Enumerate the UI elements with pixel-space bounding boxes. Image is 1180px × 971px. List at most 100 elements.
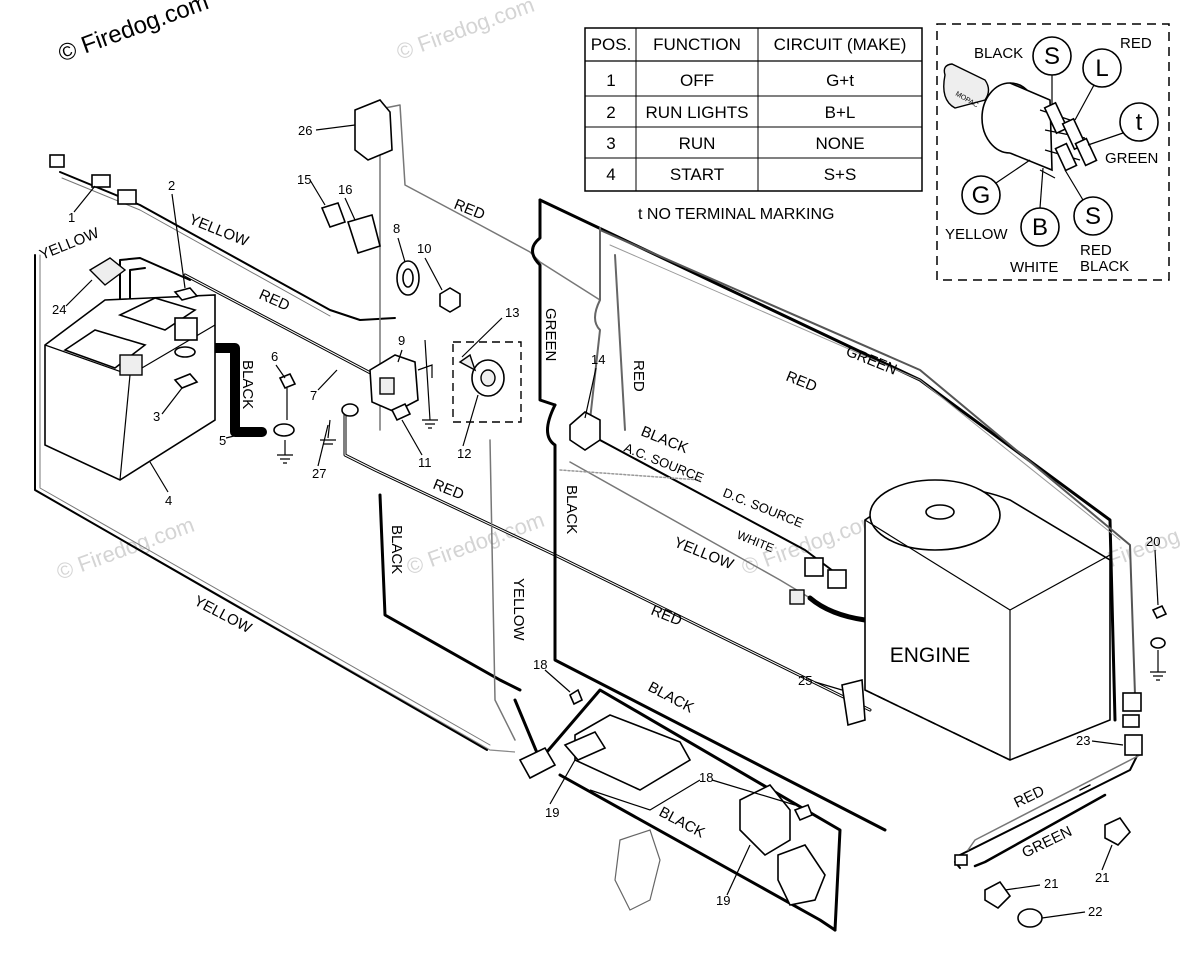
part-number: 19 xyxy=(716,893,730,908)
wire-label: YELLOW xyxy=(37,224,102,263)
part-number: 1 xyxy=(68,210,75,225)
part-number: 3 xyxy=(153,409,160,424)
table-cell: OFF xyxy=(680,71,714,90)
bracket xyxy=(614,829,661,911)
ground-icon xyxy=(1150,650,1166,681)
wing-nut-3 xyxy=(173,373,199,389)
part-number: 20 xyxy=(1146,534,1160,549)
label-red-black-2: BLACK xyxy=(1080,258,1129,275)
label-red: RED xyxy=(1120,35,1152,52)
bolt-11 xyxy=(390,402,412,422)
watermark-top: © Firedog.com xyxy=(55,0,212,68)
ignition-switch-box xyxy=(452,341,522,423)
label-yellow: YELLOW xyxy=(945,226,1008,243)
key-icon xyxy=(943,63,990,109)
part-number: 23 xyxy=(1076,733,1090,748)
connector-21-right xyxy=(1104,816,1132,846)
wire-label: GREEN xyxy=(542,308,559,361)
screw-18 xyxy=(568,688,584,706)
table-header-pos: POS. xyxy=(591,35,632,54)
table-header-circuit: CIRCUIT (MAKE) xyxy=(774,35,907,54)
wire-label: YELLOW xyxy=(510,578,527,641)
part-number: 11 xyxy=(418,455,432,470)
relay-26 xyxy=(354,99,393,161)
terminal-t: t xyxy=(1136,109,1143,136)
table-cell: S+S xyxy=(824,165,857,184)
switch-position-table: POS. FUNCTION CIRCUIT (MAKE) 1 OFF G+t 2… xyxy=(584,27,923,192)
ignition-switch-detail: MOPAC S L t G B S BLACK RED GREEN YELLOW xyxy=(936,23,1170,281)
table-cell: START xyxy=(670,165,724,184)
wire-label: RED xyxy=(1011,782,1047,811)
table-cell: B+L xyxy=(825,103,856,122)
hex-nut-10 xyxy=(439,287,461,313)
table-footnote: t NO TERMINAL MARKING xyxy=(638,206,834,223)
key-15 xyxy=(320,202,347,228)
table-cell: 3 xyxy=(606,134,615,153)
part-number: 7 xyxy=(310,388,317,403)
connector-21-left xyxy=(984,880,1012,910)
ground-icon xyxy=(277,440,293,464)
table-cell: 2 xyxy=(606,103,615,122)
wire-label: BLACK xyxy=(563,485,580,534)
terminal-b: B xyxy=(1032,214,1048,241)
wire-label: BLACK xyxy=(239,360,256,409)
part-callouts: 1 2 3 4 5 6 7 8 9 10 11 12 13 14 15 16 1… xyxy=(52,123,1160,919)
terminal-l: L xyxy=(1095,55,1108,82)
terminal-g: G xyxy=(972,182,991,209)
terminal-s-bottom: S xyxy=(1085,203,1101,230)
wire-label: BLACK xyxy=(656,804,707,842)
table-cell: G+t xyxy=(826,71,854,90)
wire-label: RED xyxy=(630,360,647,392)
connector-14 xyxy=(569,411,601,451)
connector-upper xyxy=(1122,692,1142,712)
label-black: BLACK xyxy=(974,45,1023,62)
wire-label: RED xyxy=(649,602,685,630)
engine xyxy=(864,479,1111,761)
part-number: 21 xyxy=(1095,870,1109,885)
part-number: 19 xyxy=(545,805,559,820)
table-cell: RUN xyxy=(679,134,716,153)
connector-23 xyxy=(1124,734,1143,756)
battery xyxy=(44,294,216,481)
wire-label: RED xyxy=(784,368,820,396)
wing-nut-2 xyxy=(173,287,199,301)
part-25 xyxy=(841,678,866,727)
part-number: 6 xyxy=(271,349,278,364)
watermark-faint: © Firedog.com xyxy=(53,512,197,585)
part-number: 26 xyxy=(298,123,312,138)
wire-label: YELLOW xyxy=(672,534,737,573)
label-white: WHITE xyxy=(1010,259,1058,276)
terminal-s-top: S xyxy=(1044,43,1060,70)
part-number: 5 xyxy=(219,433,226,448)
wire-label: D.C. SOURCE xyxy=(721,485,806,531)
part-number: 18 xyxy=(699,770,713,785)
part-number: 21 xyxy=(1044,876,1058,891)
ground-icon xyxy=(422,339,438,429)
table-cell: 4 xyxy=(606,165,615,184)
part-number: 4 xyxy=(165,493,172,508)
part-number: 22 xyxy=(1088,904,1102,919)
part-number: 25 xyxy=(798,673,812,688)
table-cell: 1 xyxy=(606,71,615,90)
part-number: 2 xyxy=(168,178,175,193)
part-number: 13 xyxy=(505,305,519,320)
module-19-lower xyxy=(739,783,791,857)
battery-connector-24 xyxy=(88,257,127,286)
wire-label: BLACK xyxy=(388,525,405,574)
dc-connector xyxy=(804,557,824,577)
bolt-6 xyxy=(278,372,297,390)
ground-washer-5 xyxy=(273,423,295,437)
part-number: 16 xyxy=(338,182,352,197)
bolt-20 xyxy=(1151,604,1168,620)
bulb-22 xyxy=(1017,908,1043,928)
solenoid-9 xyxy=(369,354,433,413)
engine-label: ENGINE xyxy=(890,644,971,667)
part-number: 12 xyxy=(457,446,471,461)
part-number: 24 xyxy=(52,302,66,317)
washer-27 xyxy=(341,403,359,417)
part-number: 8 xyxy=(393,221,400,236)
part-number: 18 xyxy=(533,657,547,672)
table-cell: RUN LIGHTS xyxy=(646,103,749,122)
watermark-faint: © Firedog.com xyxy=(393,0,537,65)
